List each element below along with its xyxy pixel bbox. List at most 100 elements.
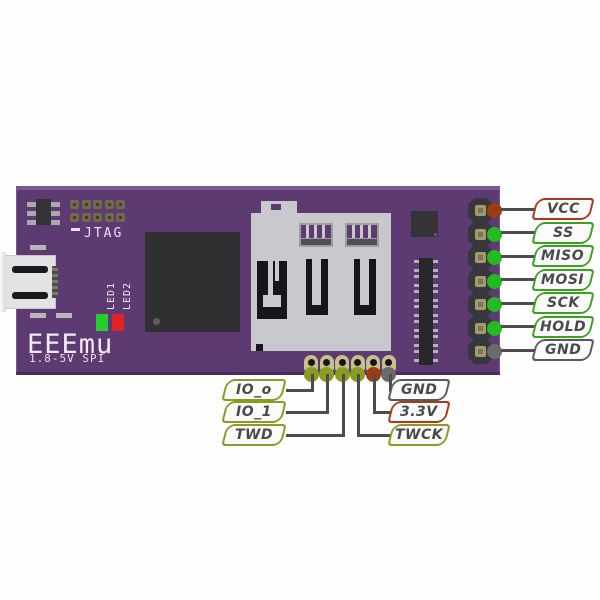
jtag-pad <box>81 200 91 209</box>
resistor-pin <box>414 344 419 347</box>
led1-indicator <box>96 314 108 331</box>
sot-pin <box>51 202 60 207</box>
resistor-pin <box>414 314 419 317</box>
sd-lever-gap <box>263 295 281 307</box>
leader-mosi <box>501 278 536 281</box>
sot-pin <box>27 211 36 216</box>
header-pad-hole-inner <box>478 208 483 213</box>
callout-3-3v[interactable]: 3.3V <box>387 401 451 423</box>
board-name: EEEmu <box>27 329 114 360</box>
pcb-bottom-shadow <box>16 372 500 375</box>
sot-pin <box>27 220 36 225</box>
small-ic-pin1 <box>434 233 437 236</box>
leader-sck <box>501 301 536 305</box>
jtag-pad-hole <box>119 203 122 206</box>
jtag-pad <box>81 213 91 222</box>
usb-tab <box>52 286 58 289</box>
callout-miso[interactable]: MISO <box>531 245 595 267</box>
resistor-pin <box>414 290 419 293</box>
jtag-label: JTAG <box>84 226 124 241</box>
callout-twd[interactable]: TWD <box>221 424 287 446</box>
jtag-pad <box>93 200 102 209</box>
sd-slot-gap <box>360 259 369 305</box>
resistor-pin <box>414 284 419 287</box>
usb-solder-tabs <box>52 266 58 298</box>
resistor-pin <box>433 299 438 302</box>
sd-lever-gap <box>275 261 279 281</box>
jtag-pad <box>70 200 79 209</box>
header-pad-hole <box>475 205 486 216</box>
resistor-package <box>419 273 433 290</box>
leader-io_1 <box>286 410 329 414</box>
bottom-pin-hole <box>369 359 377 366</box>
qfn-pin1-marker <box>153 318 160 325</box>
label-text: TWCK <box>394 427 444 443</box>
bottom-pin-hole <box>307 359 315 366</box>
label-text: SCK <box>546 295 580 311</box>
callout-sck[interactable]: SCK <box>531 292 595 314</box>
label-text: GND <box>400 382 438 398</box>
leader-gnd <box>389 374 392 390</box>
bottom-pin-hole <box>338 359 346 366</box>
sd-slot-gap <box>312 259 321 305</box>
sd-shell-notch <box>271 204 281 210</box>
resistor-package <box>419 258 433 275</box>
net-dot-vcc <box>487 203 502 218</box>
sd-contact-window <box>347 225 377 238</box>
callout-vcc[interactable]: VCC <box>531 198 595 220</box>
resistor-pin <box>433 344 438 347</box>
resistor-pin <box>414 305 419 308</box>
net-dot-hold <box>487 320 502 336</box>
sd-mount-foot <box>256 344 263 351</box>
sd-contact-bar <box>368 225 371 238</box>
resistor-pin <box>433 314 438 317</box>
sot-pin <box>51 211 60 216</box>
bottom-pin-hole <box>323 359 330 366</box>
callout-hold[interactable]: HOLD <box>531 315 595 338</box>
callout-io_o[interactable]: IO_o <box>221 379 287 401</box>
jtag-polarity-mark <box>71 228 80 231</box>
sot-pin <box>51 220 60 225</box>
leader-hold <box>501 325 536 328</box>
sd-contact-base <box>347 239 377 245</box>
resistor-pin <box>414 275 419 278</box>
small-ic <box>411 211 438 237</box>
jtag-pad <box>104 213 114 222</box>
callout-gnd[interactable]: GND <box>387 379 451 401</box>
board-subtitle: 1.8-5V SPI <box>29 352 106 365</box>
usb-tab <box>52 274 58 277</box>
resistor-pin <box>433 290 438 293</box>
usb-front-bevel <box>0 252 6 312</box>
leader-ss <box>501 231 536 234</box>
net-dot-gnd <box>487 344 502 359</box>
resistor-pin <box>433 350 438 353</box>
net-dot-ss <box>487 226 502 242</box>
label-text: GND <box>544 342 582 358</box>
resistor-pin <box>414 329 419 332</box>
leader-io_o <box>286 388 314 392</box>
sd-contact-block <box>345 223 379 247</box>
callout-gnd[interactable]: GND <box>531 339 595 361</box>
resistor-package <box>419 318 433 335</box>
resistor-pin <box>433 305 438 308</box>
callout-twck[interactable]: TWCK <box>387 424 451 446</box>
leader-vcc <box>501 207 536 211</box>
callout-io_1[interactable]: IO_1 <box>221 401 287 423</box>
led2-label: LED2 <box>122 281 133 310</box>
resistor-pin <box>414 350 419 353</box>
sd-card-slot <box>306 259 328 315</box>
jtag-header <box>70 200 126 224</box>
usb-slot <box>12 292 48 299</box>
header-pad-hole-inner <box>478 302 483 307</box>
bottom-pin-hole <box>385 359 392 366</box>
callout-mosi[interactable]: MOSI <box>531 268 595 291</box>
callout-ss[interactable]: SS <box>531 221 595 244</box>
sd-contact-bar <box>352 225 355 238</box>
header-pad-hole <box>475 228 486 240</box>
resistor-pin <box>433 335 438 338</box>
resistor-pin <box>433 269 438 272</box>
header-pad-hole-inner <box>478 278 483 284</box>
resistor-pin <box>433 359 438 362</box>
sd-lever-gap <box>268 261 273 295</box>
sd-contact-bar <box>360 225 363 238</box>
